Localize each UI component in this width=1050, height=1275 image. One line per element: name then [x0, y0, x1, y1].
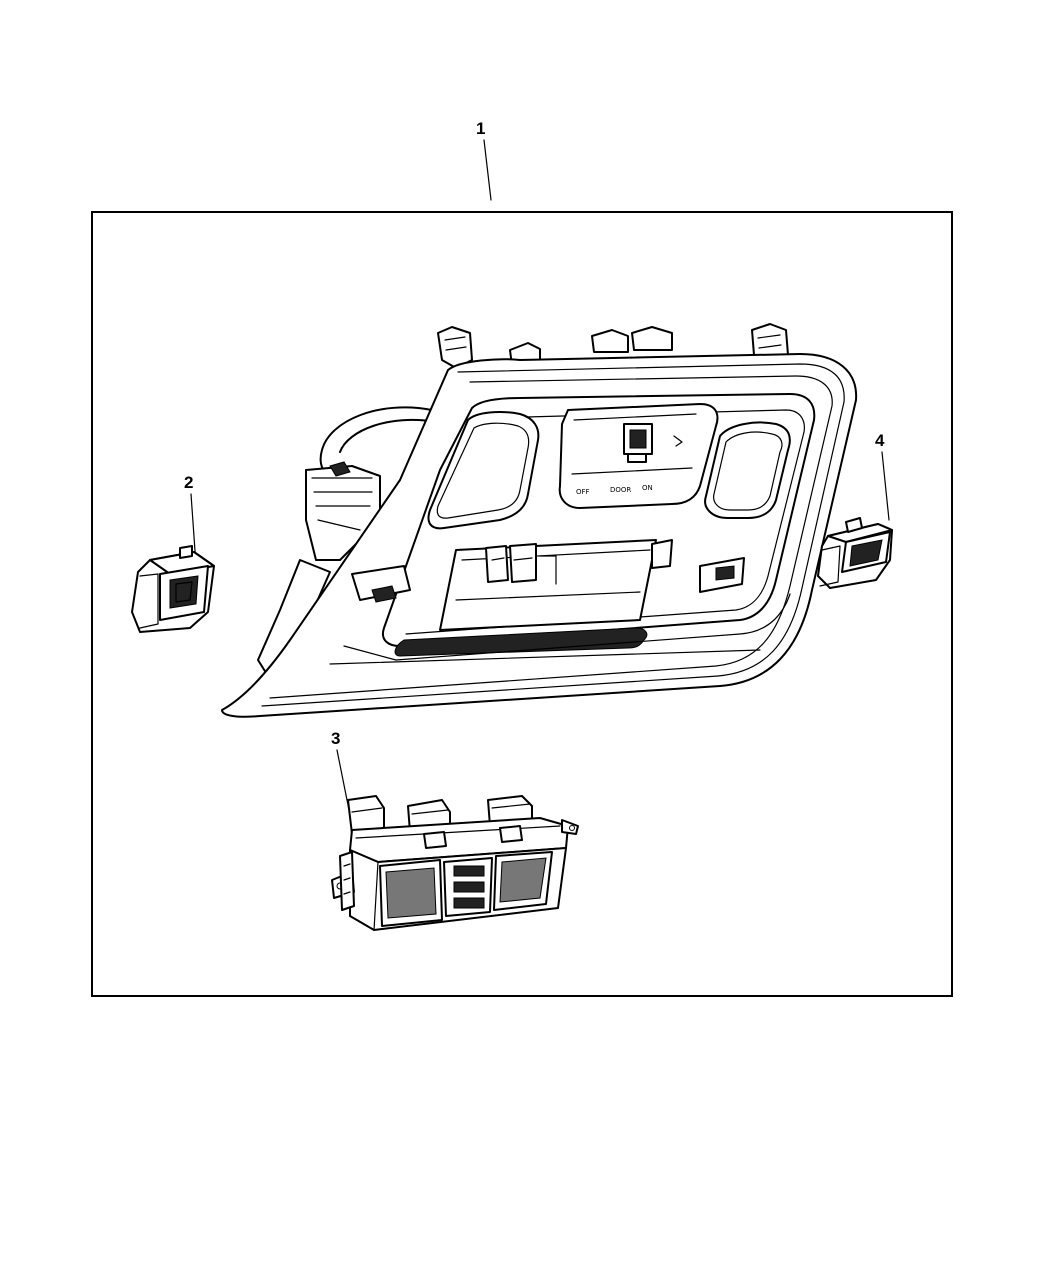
- callout-3-label: 3: [331, 729, 340, 748]
- housing-bottom-grille: [394, 627, 648, 657]
- console-label-off: OFF: [576, 488, 590, 496]
- callout-4[interactable]: 4: [875, 431, 890, 521]
- part-4-right-clip: [817, 517, 893, 589]
- overhead-console-housing: OFF DOOR ON: [221, 323, 858, 718]
- map-light-lens-left: [427, 411, 540, 530]
- callout-2-label: 2: [184, 473, 193, 492]
- map-light-lens-right: [704, 421, 791, 519]
- callout-4-label: 4: [875, 431, 885, 450]
- callout-4-leader: [881, 451, 890, 521]
- callout-3[interactable]: 3: [331, 729, 351, 816]
- callout-1-leader: [483, 139, 492, 201]
- console-label-on: ON: [642, 484, 653, 492]
- callout-1-label: 1: [476, 119, 485, 138]
- part-2-left-clip: [131, 545, 215, 633]
- assembly-frame: [91, 211, 953, 997]
- callout-1[interactable]: 1: [476, 119, 492, 201]
- console-label-door: DOOR: [610, 486, 631, 494]
- part-3-switch-module: [331, 795, 579, 931]
